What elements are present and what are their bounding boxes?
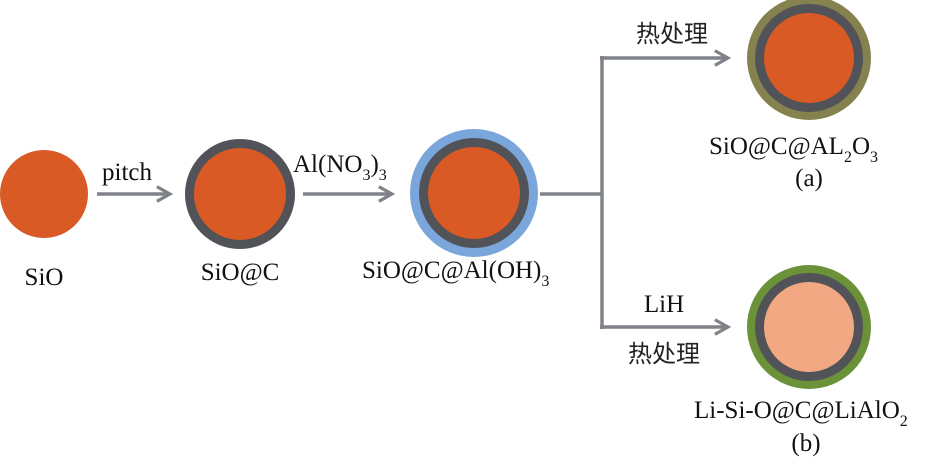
particle-sio-c: SiO@C	[185, 139, 295, 286]
arrow-al-nitrate-label: Al(NO3)3	[293, 151, 387, 184]
product-a-label: SiO@C@AL2O3	[709, 133, 878, 166]
arrow-b-label-top: LiH	[644, 291, 684, 318]
product-b-label-main: Li-Si-O@C@LiAlO	[694, 397, 900, 424]
product-b-label-sub: 2	[900, 413, 908, 430]
al-nitrate-main: Al(NO	[293, 151, 362, 178]
al-nitrate-sub2: 3	[379, 167, 387, 184]
sio-c-core	[194, 148, 286, 240]
product-b-core	[764, 282, 854, 372]
arrow-al-nitrate: Al(NO3)3	[293, 151, 392, 194]
particle-sio: SiO	[0, 150, 88, 291]
branch-connector: 热处理 LiH 热处理	[540, 20, 728, 368]
particle-product-a: SiO@C@AL2O3 (a)	[709, 0, 878, 192]
product-a-label-main: SiO@C@AL	[709, 133, 844, 160]
sio-c-aloh3-label: SiO@C@Al(OH)3	[362, 257, 549, 290]
sio-core	[0, 150, 88, 238]
aloh3-label-sub: 3	[541, 273, 549, 290]
al-nitrate-sub1: 3	[362, 167, 370, 184]
arrow-pitch-label: pitch	[102, 159, 152, 186]
product-b-label: Li-Si-O@C@LiAlO2	[694, 397, 908, 430]
arrow-b-label-bottom: 热处理	[628, 340, 700, 368]
product-a-label-sub1: 2	[844, 149, 852, 166]
arrow-a-label: 热处理	[636, 20, 708, 48]
particle-product-b: Li-Si-O@C@LiAlO2 (b)	[694, 265, 908, 457]
product-b-tag: (b)	[791, 430, 820, 457]
sio-c-label: SiO@C	[201, 259, 280, 286]
particle-sio-c-aloh3: SiO@C@Al(OH)3	[362, 129, 549, 290]
product-a-label-mid: O	[852, 133, 870, 160]
product-a-tag: (a)	[795, 165, 823, 192]
aloh3-label-main: SiO@C@Al(OH)	[362, 257, 541, 284]
arrow-pitch: pitch	[97, 159, 170, 194]
aloh3-core	[428, 147, 520, 239]
product-a-label-sub2: 3	[870, 149, 878, 166]
sio-label: SiO	[25, 264, 64, 291]
al-nitrate-close: )	[370, 151, 378, 178]
product-a-core	[764, 13, 854, 103]
